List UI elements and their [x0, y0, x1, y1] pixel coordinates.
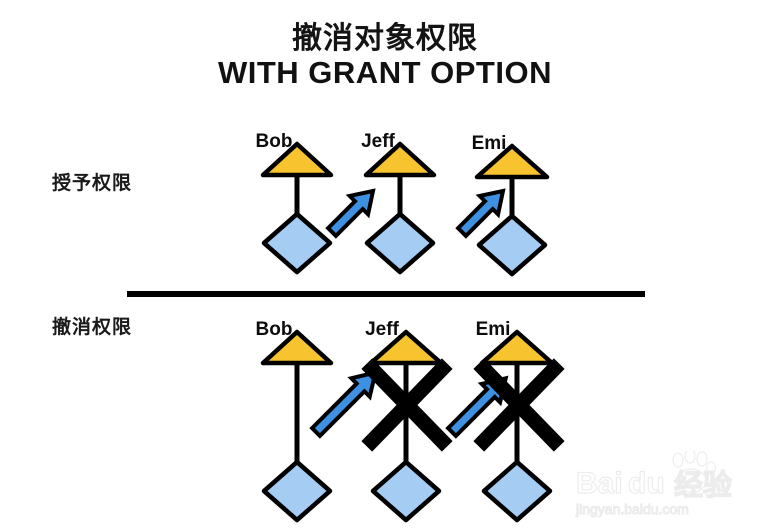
- node-label-emi-grant: Emi: [472, 133, 507, 154]
- figure-bob-grant[interactable]: Bob: [256, 131, 334, 275]
- title-block: 撤消对象权限 WITH GRANT OPTION: [0, 22, 770, 90]
- node-label-jeff-revoke: Jeff: [365, 319, 399, 340]
- diamond-emi-revoke: [481, 459, 553, 523]
- revoke-row-group: Bob Jeff Emi: [256, 319, 565, 523]
- triangle-emi-revoke: [479, 329, 555, 366]
- figure-jeff-grant[interactable]: Jeff: [361, 131, 437, 275]
- diamond-jeff-revoke: [370, 459, 442, 523]
- triangle-emi-grant: [474, 143, 550, 180]
- row-label-grant: 授予权限: [52, 173, 133, 194]
- title-chinese: 撤消对象权限: [292, 22, 478, 55]
- node-label-jeff-grant: Jeff: [361, 131, 395, 152]
- triangle-bob-grant: [260, 141, 334, 178]
- diamond-bob-grant: [261, 211, 333, 275]
- figure-emi-revoke[interactable]: Emi: [476, 319, 555, 523]
- node-label-bob-grant: Bob: [256, 131, 293, 152]
- figure-emi-grant[interactable]: Emi: [472, 133, 550, 277]
- row-label-revoke: 撤消权限: [52, 317, 133, 338]
- arrow-bob-to-jeff-grant: [325, 188, 376, 239]
- title-english: WITH GRANT OPTION: [218, 54, 552, 90]
- cross-mark-emi-revoke: [473, 358, 565, 452]
- arrow-jeff-to-emi-grant: [455, 188, 506, 239]
- triangle-jeff-revoke: [368, 329, 444, 366]
- arrow-bob-to-jeff-revoke: [309, 369, 379, 439]
- triangle-bob-revoke: [260, 329, 334, 366]
- figure-bob-revoke[interactable]: Bob: [256, 319, 334, 523]
- triangle-jeff-grant: [363, 141, 437, 178]
- grant-row-group: Bob Jeff Emi: [256, 131, 550, 277]
- cross-mark-jeff-revoke: [361, 358, 453, 452]
- node-label-bob-revoke: Bob: [256, 319, 293, 340]
- diamond-emi-grant: [476, 213, 548, 277]
- diamond-bob-revoke: [261, 459, 333, 523]
- node-label-emi-revoke: Emi: [476, 319, 511, 340]
- diamond-jeff-grant: [364, 211, 436, 275]
